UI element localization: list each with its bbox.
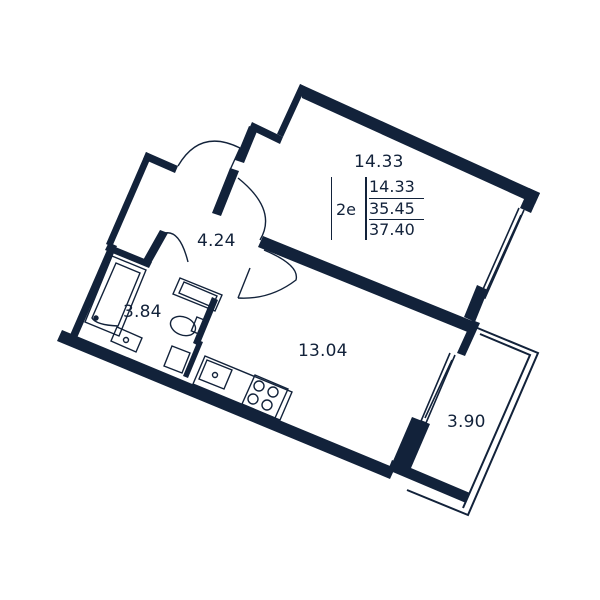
wardrobe-inner xyxy=(178,281,218,308)
summary-divider xyxy=(365,177,367,240)
hall-wall-left xyxy=(106,152,152,247)
living-door-leaf xyxy=(237,267,251,299)
stove xyxy=(241,374,289,419)
bathtub-drain xyxy=(93,315,99,321)
toilet-tank xyxy=(190,316,206,335)
kitchen-sink-drain xyxy=(211,371,219,379)
bedroom-window xyxy=(478,207,525,300)
windows xyxy=(419,207,525,425)
bedroom-wall-right-top xyxy=(520,188,540,213)
bath-wall-top xyxy=(105,244,152,268)
hall-area-label: 4.24 xyxy=(197,231,236,251)
living-door-swing xyxy=(237,249,298,299)
bath-wall-left xyxy=(70,243,117,338)
bedroom-wall-left-upper xyxy=(235,126,258,163)
total-area-value: 35.45 xyxy=(369,198,424,219)
balcony-inner-rail xyxy=(462,333,532,509)
bath-sink xyxy=(110,326,143,353)
apartment-type: 2е xyxy=(336,200,357,219)
balcony-area-label: 3.90 xyxy=(447,412,486,432)
outer-wall-bottom-left xyxy=(57,330,395,479)
balcony-outline xyxy=(406,326,540,517)
bedroom-wall-left-lower xyxy=(212,168,239,216)
bedroom-wall-right-bottom xyxy=(464,285,488,322)
bathroom-area-label: 3.84 xyxy=(123,302,162,322)
bedroom-wall-step xyxy=(249,122,283,144)
bathtub-inner xyxy=(91,262,141,327)
bedroom-wall-top-left xyxy=(277,84,306,137)
bathtub xyxy=(84,255,147,337)
balcony-door xyxy=(419,352,456,425)
kitchen-partition xyxy=(183,340,203,378)
living-area-value: 14.33 xyxy=(369,177,415,196)
balcony xyxy=(406,326,540,517)
living-wall-right xyxy=(390,417,430,475)
fixtures xyxy=(84,255,293,421)
living-wall-right-upper xyxy=(457,320,480,356)
hall-closet-arc xyxy=(164,232,189,263)
walls xyxy=(57,84,540,503)
bedroom-area-label: 14.33 xyxy=(354,152,404,172)
washing-machine xyxy=(163,345,191,374)
kitchen-living-area-label: 13.04 xyxy=(298,341,348,361)
hall-wall-right-stub xyxy=(142,230,168,265)
entry-door-leaf xyxy=(229,147,241,171)
bedroom-wall-bottom xyxy=(258,236,475,333)
bedroom-window-pane xyxy=(485,214,522,293)
bedroom-door-swing xyxy=(237,177,267,241)
burner-1 xyxy=(253,380,265,392)
kitchen-counter xyxy=(192,355,293,421)
hall-wall-top xyxy=(143,152,178,173)
burner-4 xyxy=(261,399,273,411)
area-summary-table: 2е 14.33 35.45 37.40 xyxy=(331,177,424,240)
wardrobe xyxy=(172,277,223,312)
bedroom-wall-top xyxy=(300,84,540,204)
doors xyxy=(164,140,298,299)
balcony-door-pane xyxy=(424,359,453,419)
toilet xyxy=(169,315,197,337)
total-with-balcony-value: 37.40 xyxy=(369,219,424,240)
kitchen-sink xyxy=(198,359,233,390)
entry-door-swing xyxy=(177,140,241,167)
bath-sink-drain xyxy=(122,336,130,344)
burner-3 xyxy=(247,393,259,405)
burner-2 xyxy=(267,386,279,398)
